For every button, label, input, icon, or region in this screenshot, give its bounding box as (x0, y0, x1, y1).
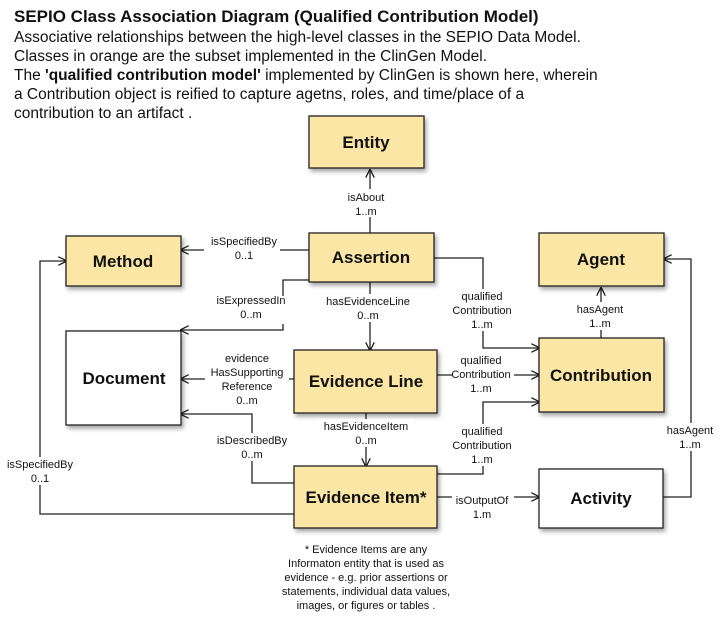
edge-assertion-contribution-name-2: Contribution (452, 305, 511, 317)
class-evidence-item (293, 465, 438, 529)
edge-has-evidence-item-card: 0..m (355, 435, 376, 447)
edge-is-output-of-name: isOutputOf (456, 495, 510, 507)
description-line-3-bold: 'qualified contribution model' (45, 67, 261, 84)
edge-item-method-card: 0..1 (31, 473, 49, 485)
edge-assertion-method-name: isSpecifiedBy (211, 236, 278, 248)
class-contribution (538, 337, 665, 413)
edge-contribution-agent-name: hasAgent (577, 304, 623, 316)
edge-assertion-document-card: 0..m (240, 309, 261, 321)
class-agent (538, 232, 665, 287)
edge-evidence-line-contribution-name-2: Contribution (451, 369, 510, 381)
footnote-line-5: images, or figures or tables . (297, 600, 436, 612)
class-document-label: Document (82, 369, 165, 388)
class-method-label: Method (93, 252, 153, 271)
description-line-5: contribution to an artifact . (14, 105, 193, 122)
class-evidence-line-label: Evidence Line (309, 372, 423, 391)
edge-item-document-card: 0..m (241, 449, 262, 461)
edge-has-evidence-line-card: 0..m (357, 310, 378, 322)
edge-evidence-line-document-name-2: HasSupporting (211, 367, 284, 379)
class-agent-label: Agent (577, 250, 626, 269)
footnote-line-2: Informaton entity that is used as (288, 558, 444, 570)
footnote-line-4: statements, individual data values, (282, 586, 450, 598)
edge-contribution-agent-card: 1..m (589, 318, 610, 330)
description-line-1: Associative relationships between the hi… (14, 29, 581, 46)
class-assertion (308, 232, 435, 283)
edge-activity-agent-name: hasAgent (667, 425, 713, 437)
edge-has-evidence-line-name: hasEvidenceLine (326, 296, 410, 308)
description-line-3-pre: The (14, 67, 46, 84)
class-entity-label: Entity (342, 133, 390, 152)
edge-item-document-name: isDescribedBy (217, 435, 288, 447)
class-activity-label: Activity (570, 489, 632, 508)
diagram-title: SEPIO Class Association Diagram (Qualifi… (14, 7, 539, 26)
edge-activity-agent (663, 259, 692, 498)
class-assertion-label: Assertion (332, 248, 410, 267)
edge-item-contribution-name-2: Contribution (452, 440, 511, 452)
edge-activity-agent-card: 1..m (679, 439, 700, 451)
edge-evidence-line-contribution-card: 1..m (470, 383, 491, 395)
edge-assertion-document-name: isExpressedIn (216, 295, 285, 307)
class-document (65, 330, 182, 426)
edge-evidence-line-contribution-name-1: qualified (461, 355, 502, 367)
edge-item-method-name: isSpecifiedBy (7, 459, 74, 471)
edge-is-about-card: 1..m (355, 206, 376, 218)
class-evidence-item-label: Evidence Item* (306, 488, 427, 507)
edge-evidence-line-document-name-1: evidence (225, 353, 269, 365)
edge-assertion-contribution-name-1: qualified (462, 291, 503, 303)
edge-assertion-contribution-card: 1..m (471, 319, 492, 331)
edge-evidence-line-document-card: 0..m (236, 395, 257, 407)
footnote-line-3: evidence - e.g. prior assertions or (284, 572, 448, 584)
edge-item-contribution-card: 1..m (471, 454, 492, 466)
class-activity (538, 468, 664, 529)
edge-item-contribution-name-1: qualified (462, 426, 503, 438)
description-line-2: Classes in orange are the subset impleme… (14, 48, 488, 65)
description-line-4: a Contribution object is reified to capt… (14, 86, 525, 103)
class-method (65, 235, 182, 287)
description-line-3: The 'qualified contribution model' imple… (14, 66, 598, 85)
edge-is-output-of-card: 1.m (473, 509, 491, 521)
edge-is-about-name: isAbout (348, 192, 385, 204)
class-entity (308, 115, 425, 169)
class-contribution-label: Contribution (550, 366, 652, 385)
edge-assertion-method-card: 0..1 (235, 250, 253, 262)
edge-item-method (39, 261, 294, 515)
class-evidence-line (293, 349, 438, 414)
edge-evidence-line-document-name-3: Reference (222, 381, 273, 393)
footnote-line-1: * Evidence Items are any (305, 544, 428, 556)
description-line-3-post: implemented by ClinGen is shown here, wh… (260, 67, 598, 84)
edge-has-evidence-item-name: hasEvidenceItem (324, 421, 408, 433)
